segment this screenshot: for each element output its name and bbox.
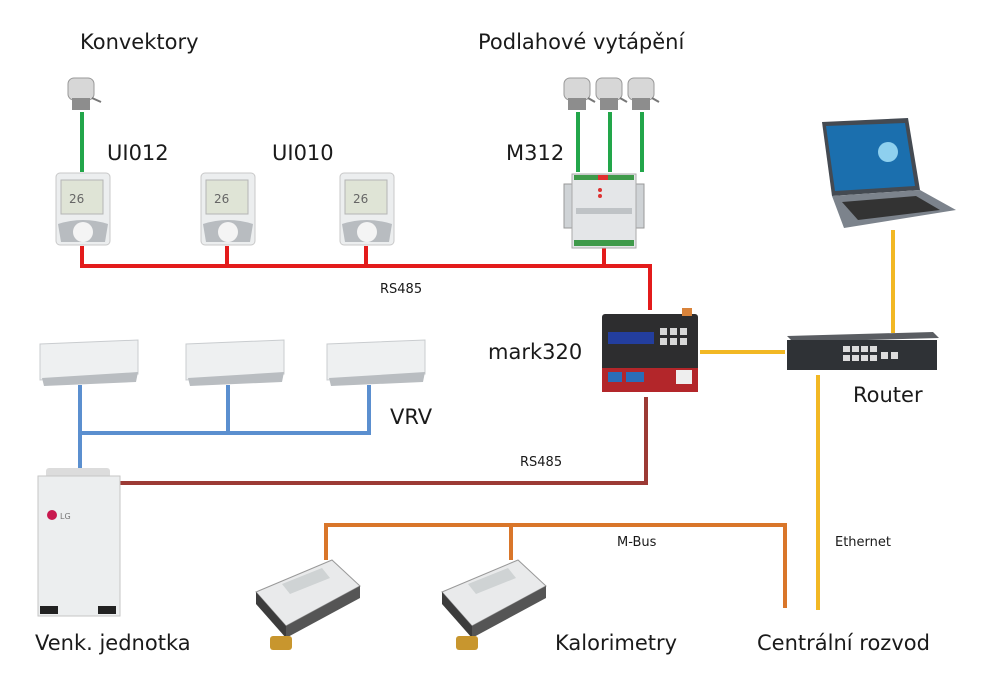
label-rs485-bottom: RS485 xyxy=(520,455,563,470)
label-podlahove-vytapeni: Podlahové vytápění xyxy=(478,30,685,54)
actuator-wires xyxy=(80,112,644,172)
mbus-bus xyxy=(324,523,787,608)
ethernet-bus xyxy=(700,230,895,610)
vrv-indoor-unit-1 xyxy=(39,339,139,386)
label-ethernet: Ethernet xyxy=(835,535,891,550)
laptop xyxy=(822,118,956,228)
actuator-konvektor xyxy=(67,77,102,110)
thermostat-ui010-2: 26 xyxy=(339,172,395,246)
calorimeter-1 xyxy=(255,559,361,650)
label-rs485-top: RS485 xyxy=(380,282,423,297)
svg-text:26: 26 xyxy=(353,192,368,206)
label-vrv: VRV xyxy=(390,405,433,429)
outdoor-unit-lg: LG xyxy=(37,468,121,617)
actuators-floor-heating xyxy=(563,77,660,110)
svg-text:LG: LG xyxy=(60,512,71,521)
rs485-top-bus xyxy=(80,246,652,310)
label-venk-jednotka: Venk. jednotka xyxy=(35,631,191,655)
label-ui010: UI010 xyxy=(272,141,334,165)
label-ui012: UI012 xyxy=(107,141,169,165)
label-m312: M312 xyxy=(506,141,565,165)
label-router: Router xyxy=(853,383,923,407)
label-kalorimetry: Kalorimetry xyxy=(555,631,678,655)
svg-text:26: 26 xyxy=(214,192,229,206)
actuator-floor-1 xyxy=(563,77,596,110)
svg-text:26: 26 xyxy=(69,192,84,206)
label-centralni-rozvod: Centrální rozvod xyxy=(757,631,930,655)
rs485-bottom-bus xyxy=(120,397,648,485)
actuator-floor-3 xyxy=(627,77,660,110)
m312-module xyxy=(563,173,645,249)
calorimeter-2 xyxy=(441,559,547,650)
thermostat-ui012-1: 26 xyxy=(55,172,111,246)
thermostat-ui010-1: 26 xyxy=(200,172,256,246)
actuator-floor-2 xyxy=(595,77,628,110)
vrv-indoor-unit-2 xyxy=(185,339,285,386)
label-konvektory: Konvektory xyxy=(80,30,199,54)
label-mbus: M-Bus xyxy=(617,535,657,550)
vrv-indoor-unit-3 xyxy=(326,339,426,386)
router xyxy=(787,332,939,370)
label-mark320: mark320 xyxy=(488,340,583,364)
vrv-bus xyxy=(78,385,371,470)
mark320-controller xyxy=(602,308,698,392)
